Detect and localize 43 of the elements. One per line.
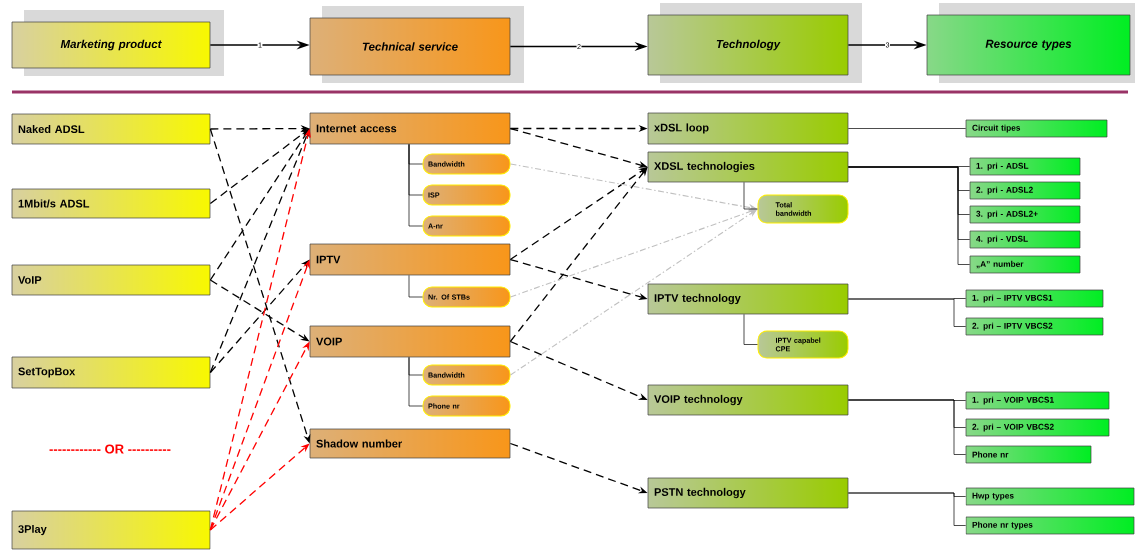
product-box: VoIP: [11, 264, 211, 296]
resource-box: 3. pri - ADSL2+: [969, 205, 1081, 224]
technology-box: IPTV technology: [647, 283, 849, 315]
service-box: Shadow number: [309, 428, 511, 459]
connector-line: [408, 275, 423, 298]
connector-line: [408, 144, 423, 227]
service-box: IPTV: [309, 243, 511, 276]
service-box: VOIP: [309, 325, 511, 358]
arrow: [509, 167, 648, 343]
resource-box: 2. pri – IPTV VBCS2: [965, 317, 1104, 336]
product-box: 3Play: [11, 510, 211, 550]
technology-box: PSTN technology: [647, 477, 849, 509]
resource-box: Phone nr: [965, 445, 1092, 464]
connector-line: [848, 298, 966, 327]
resource-box: 2. pri - ADSL2: [969, 181, 1081, 200]
connector-line: [848, 399, 966, 455]
connector-line: [848, 166, 970, 265]
service-box: Internet access: [309, 112, 511, 145]
note-text: ------------ OR ----------: [49, 444, 171, 454]
connector-line: [848, 492, 966, 526]
product-box: 1Mbit/s ADSL: [11, 188, 211, 219]
resource-box: 4. pri - VDSL: [969, 230, 1081, 249]
resource-box: Circuit tipes: [965, 119, 1108, 138]
connector-line: [743, 182, 758, 210]
resource-box: 1. pri – VOIP VBCS1: [965, 391, 1110, 410]
technology-box: xDSL loop: [647, 112, 849, 145]
resource-type-box: Resource types: [926, 3, 1135, 83]
technology-box: XDSL technologies: [647, 151, 849, 183]
technology-box: VOIP technology: [647, 384, 849, 416]
connector-line: [743, 314, 758, 345]
resource-box: „A” number: [969, 255, 1081, 274]
resource-box: 1. pri – IPTV VBCS1: [965, 289, 1104, 308]
resource-box: Phone nr types: [965, 516, 1135, 535]
connector-line: [848, 128, 966, 129]
technical-service-box: Technical service: [309, 6, 524, 83]
product-box: Naked ADSL: [11, 113, 211, 145]
resource-box: Hwp types: [965, 487, 1135, 506]
connector-line: [408, 357, 423, 407]
product-box: SetTopBox: [11, 356, 211, 389]
technology-box: Technology: [647, 3, 862, 83]
resource-box: 1. pri - ADSL: [969, 157, 1081, 176]
resource-box: 2. pri – VOIP VBCS2: [965, 418, 1110, 437]
marketing-product-box: Marketing product: [11, 10, 224, 76]
